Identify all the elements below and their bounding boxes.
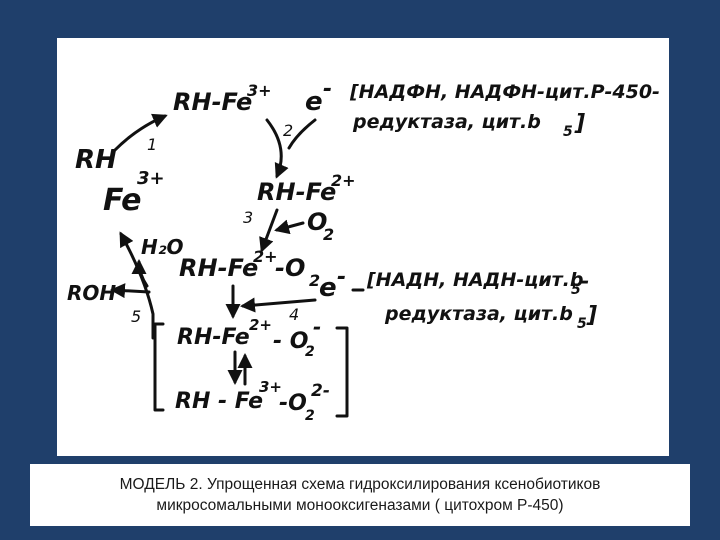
electron-2-charge: - xyxy=(337,265,346,290)
step-2-label: 2 xyxy=(283,121,293,140)
cytochrome-p450-diagram: RH Fe 3+ 1 RH-Fe 3+ e - [НАДФН, НАДФН-ци… xyxy=(67,77,660,424)
arrow-step-4 xyxy=(240,297,317,313)
peroxo-charge: 3+ xyxy=(259,378,282,396)
donor-2-line-2-end: ] xyxy=(586,303,597,328)
step-4-label: 4 xyxy=(289,305,299,324)
caption-line-2: микросомальными монооксигеназами ( цитох… xyxy=(156,497,564,514)
rh-fe2-o2-sub: 2 xyxy=(309,271,320,290)
caption-box: МОДЕЛЬ 2. Упрощенная схема гидроксилиров… xyxy=(30,464,690,526)
donor-2-line-1: [НАДН, НАДН-цит.b xyxy=(366,269,584,291)
superoxide-a-sub: 2 xyxy=(305,344,315,360)
superoxide-a-charge: 2+ xyxy=(249,316,272,334)
rh-fe2-o2-label: RH-Fe xyxy=(179,254,258,282)
donor-1-line-1: [НАДФН, НАДФН-цит.Р-450- xyxy=(349,81,660,103)
superoxide-a-right: - O xyxy=(273,329,309,354)
electron-1-charge: - xyxy=(323,77,332,102)
arrow-step-2 xyxy=(265,118,289,179)
arrow-water xyxy=(131,259,149,288)
rh-fe2-o2-charge: 2+ xyxy=(253,247,278,266)
step-3-label: 3 xyxy=(243,208,253,227)
electron-1: e xyxy=(305,87,323,117)
arrow-roh xyxy=(110,283,151,299)
donor-1-line-2: редуктаза, цит.b xyxy=(352,111,541,133)
water-label: H₂O xyxy=(141,235,184,259)
rh-label: RH xyxy=(75,145,117,175)
peroxo-left: RH - Fe xyxy=(175,389,263,414)
rh-fe2-charge: 2+ xyxy=(331,171,356,190)
right-bracket xyxy=(335,326,349,418)
donor-2-line-2: редуктаза, цит.b xyxy=(384,303,573,325)
fe3-label: Fe xyxy=(103,183,142,218)
arrow-oxygen xyxy=(274,219,305,235)
fe3-charge: 3+ xyxy=(137,168,165,189)
arrow-electron-1 xyxy=(287,118,317,150)
peroxo-ion-charge: 2- xyxy=(311,381,330,401)
rh-fe2-o2-tail: -O xyxy=(275,254,305,282)
donor-2-line-1-sub: 5 xyxy=(571,282,581,298)
oxygen-sub: 2 xyxy=(323,225,334,244)
arrow-step-3 xyxy=(259,208,279,253)
peroxo-sub: 2 xyxy=(305,408,315,424)
arrow-step-1 xyxy=(113,113,168,152)
rh-fe3-charge: 3+ xyxy=(247,81,272,100)
superoxide-a-ion-charge: - xyxy=(313,315,321,339)
step-5-label: 5 xyxy=(131,307,141,326)
oxygen-label: O xyxy=(307,208,327,236)
rh-fe3-label: RH-Fe xyxy=(173,88,252,116)
rh-fe2-label: RH-Fe xyxy=(257,178,336,206)
donor-2-line-1-end: - xyxy=(581,269,589,293)
donor-1-line-2-sub: 5 xyxy=(563,124,573,140)
superoxide-a-left: RH-Fe xyxy=(177,325,250,350)
donor-1-line-2-end: ] xyxy=(574,111,585,136)
roh-label: ROH xyxy=(67,281,116,305)
diagram-panel: RH Fe 3+ 1 RH-Fe 3+ e - [НАДФН, НАДФН-ци… xyxy=(57,38,669,456)
donor-2-line-2-sub: 5 xyxy=(577,316,587,332)
electron-2: e xyxy=(319,273,337,303)
peroxo-right: -O xyxy=(279,391,307,416)
caption-line-1: МОДЕЛЬ 2. Упрощенная схема гидроксилиров… xyxy=(119,476,601,493)
step-1-label: 1 xyxy=(147,135,157,154)
left-bracket xyxy=(153,322,165,412)
